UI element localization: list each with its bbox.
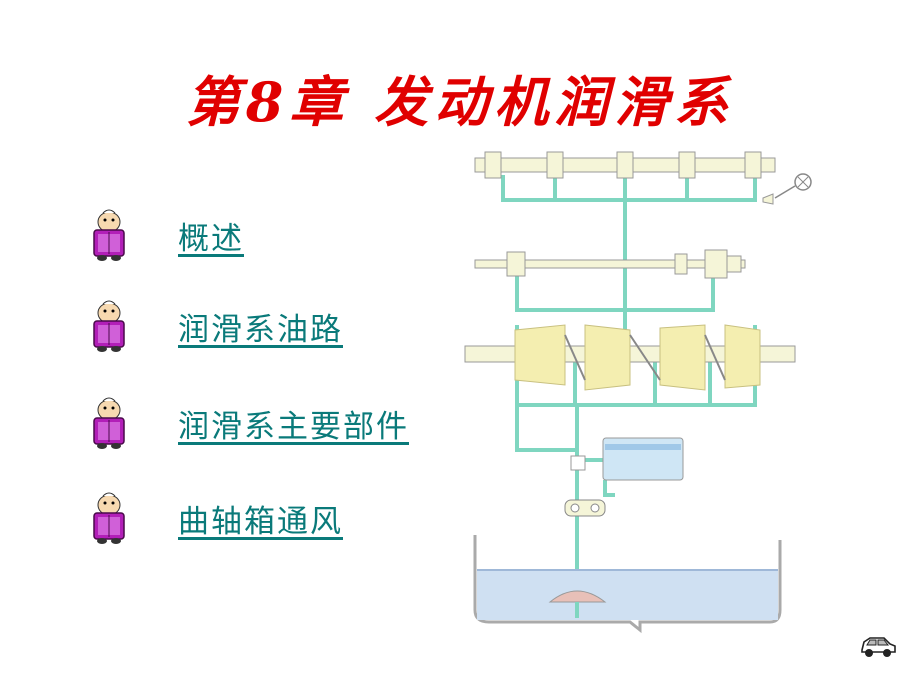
slide-title: 第8章 发动机润滑系: [185, 70, 735, 134]
menu-item-overview[interactable]: 概述: [88, 205, 244, 265]
book-reader-icon: [93, 492, 125, 544]
book-reader-icon: [93, 300, 125, 352]
menu-link-main-components[interactable]: 润滑系主要部件: [178, 408, 409, 445]
menu-item-main-components[interactable]: 润滑系主要部件: [88, 393, 409, 453]
lubrication-system-diagram: [464, 151, 812, 634]
book-reader-icon: [93, 209, 125, 261]
menu-link-crankcase-ventilation[interactable]: 曲轴箱通风: [178, 503, 343, 540]
menu-item-oil-circuit[interactable]: 润滑系油路: [88, 296, 343, 356]
menu-link-overview[interactable]: 概述: [178, 220, 244, 257]
menu-item-crankcase-ventilation[interactable]: 曲轴箱通风: [88, 488, 343, 548]
car-icon[interactable]: [858, 632, 898, 660]
menu-link-oil-circuit[interactable]: 润滑系油路: [178, 311, 343, 348]
book-reader-icon: [93, 397, 125, 449]
